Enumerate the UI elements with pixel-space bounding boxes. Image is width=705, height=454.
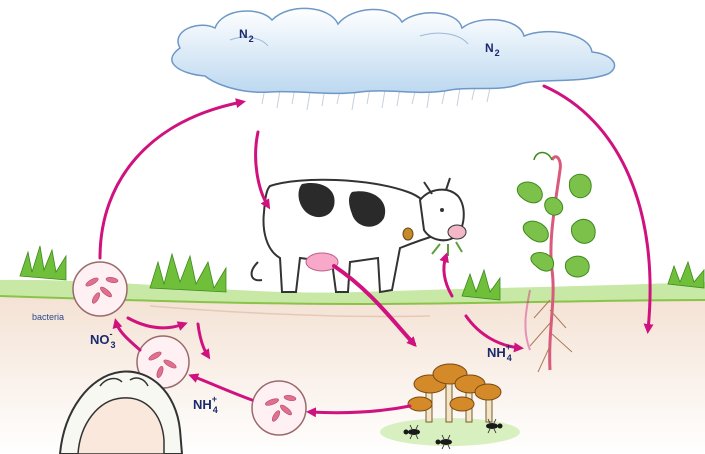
label-no3: NO3- [90,333,113,346]
label-nh4-soil: NH4+ [193,398,217,411]
label-nh4-soil-main: NH [193,397,212,412]
label-nh4-soil-sup: + [212,394,217,404]
label-n2-right-sub: 2 [495,48,500,58]
label-no3-sup: - [110,329,113,339]
label-n2-right: N2 [485,42,500,54]
label-no3-main: NO [90,332,110,347]
label-n2-left: N2 [239,28,254,40]
label-no3-sub: 3 [111,340,116,350]
cow-icon [252,178,466,292]
label-nh4-plant-main: NH [487,345,506,360]
label-n2-left-sub: 2 [249,34,254,44]
label-nh4-plant-sup: + [506,342,511,352]
label-n2-left-main: N [239,27,248,41]
arrow-bacteria-to-sky [100,102,242,258]
cloud-icon [172,8,615,93]
label-nh4-soil-sub: 4 [213,405,218,415]
label-nh4-plant-sub: 4 [507,353,512,363]
label-n2-right-main: N [485,41,494,55]
label-bacteria: bacteria [32,313,64,322]
label-nh4-plant: NH4+ [487,346,511,359]
